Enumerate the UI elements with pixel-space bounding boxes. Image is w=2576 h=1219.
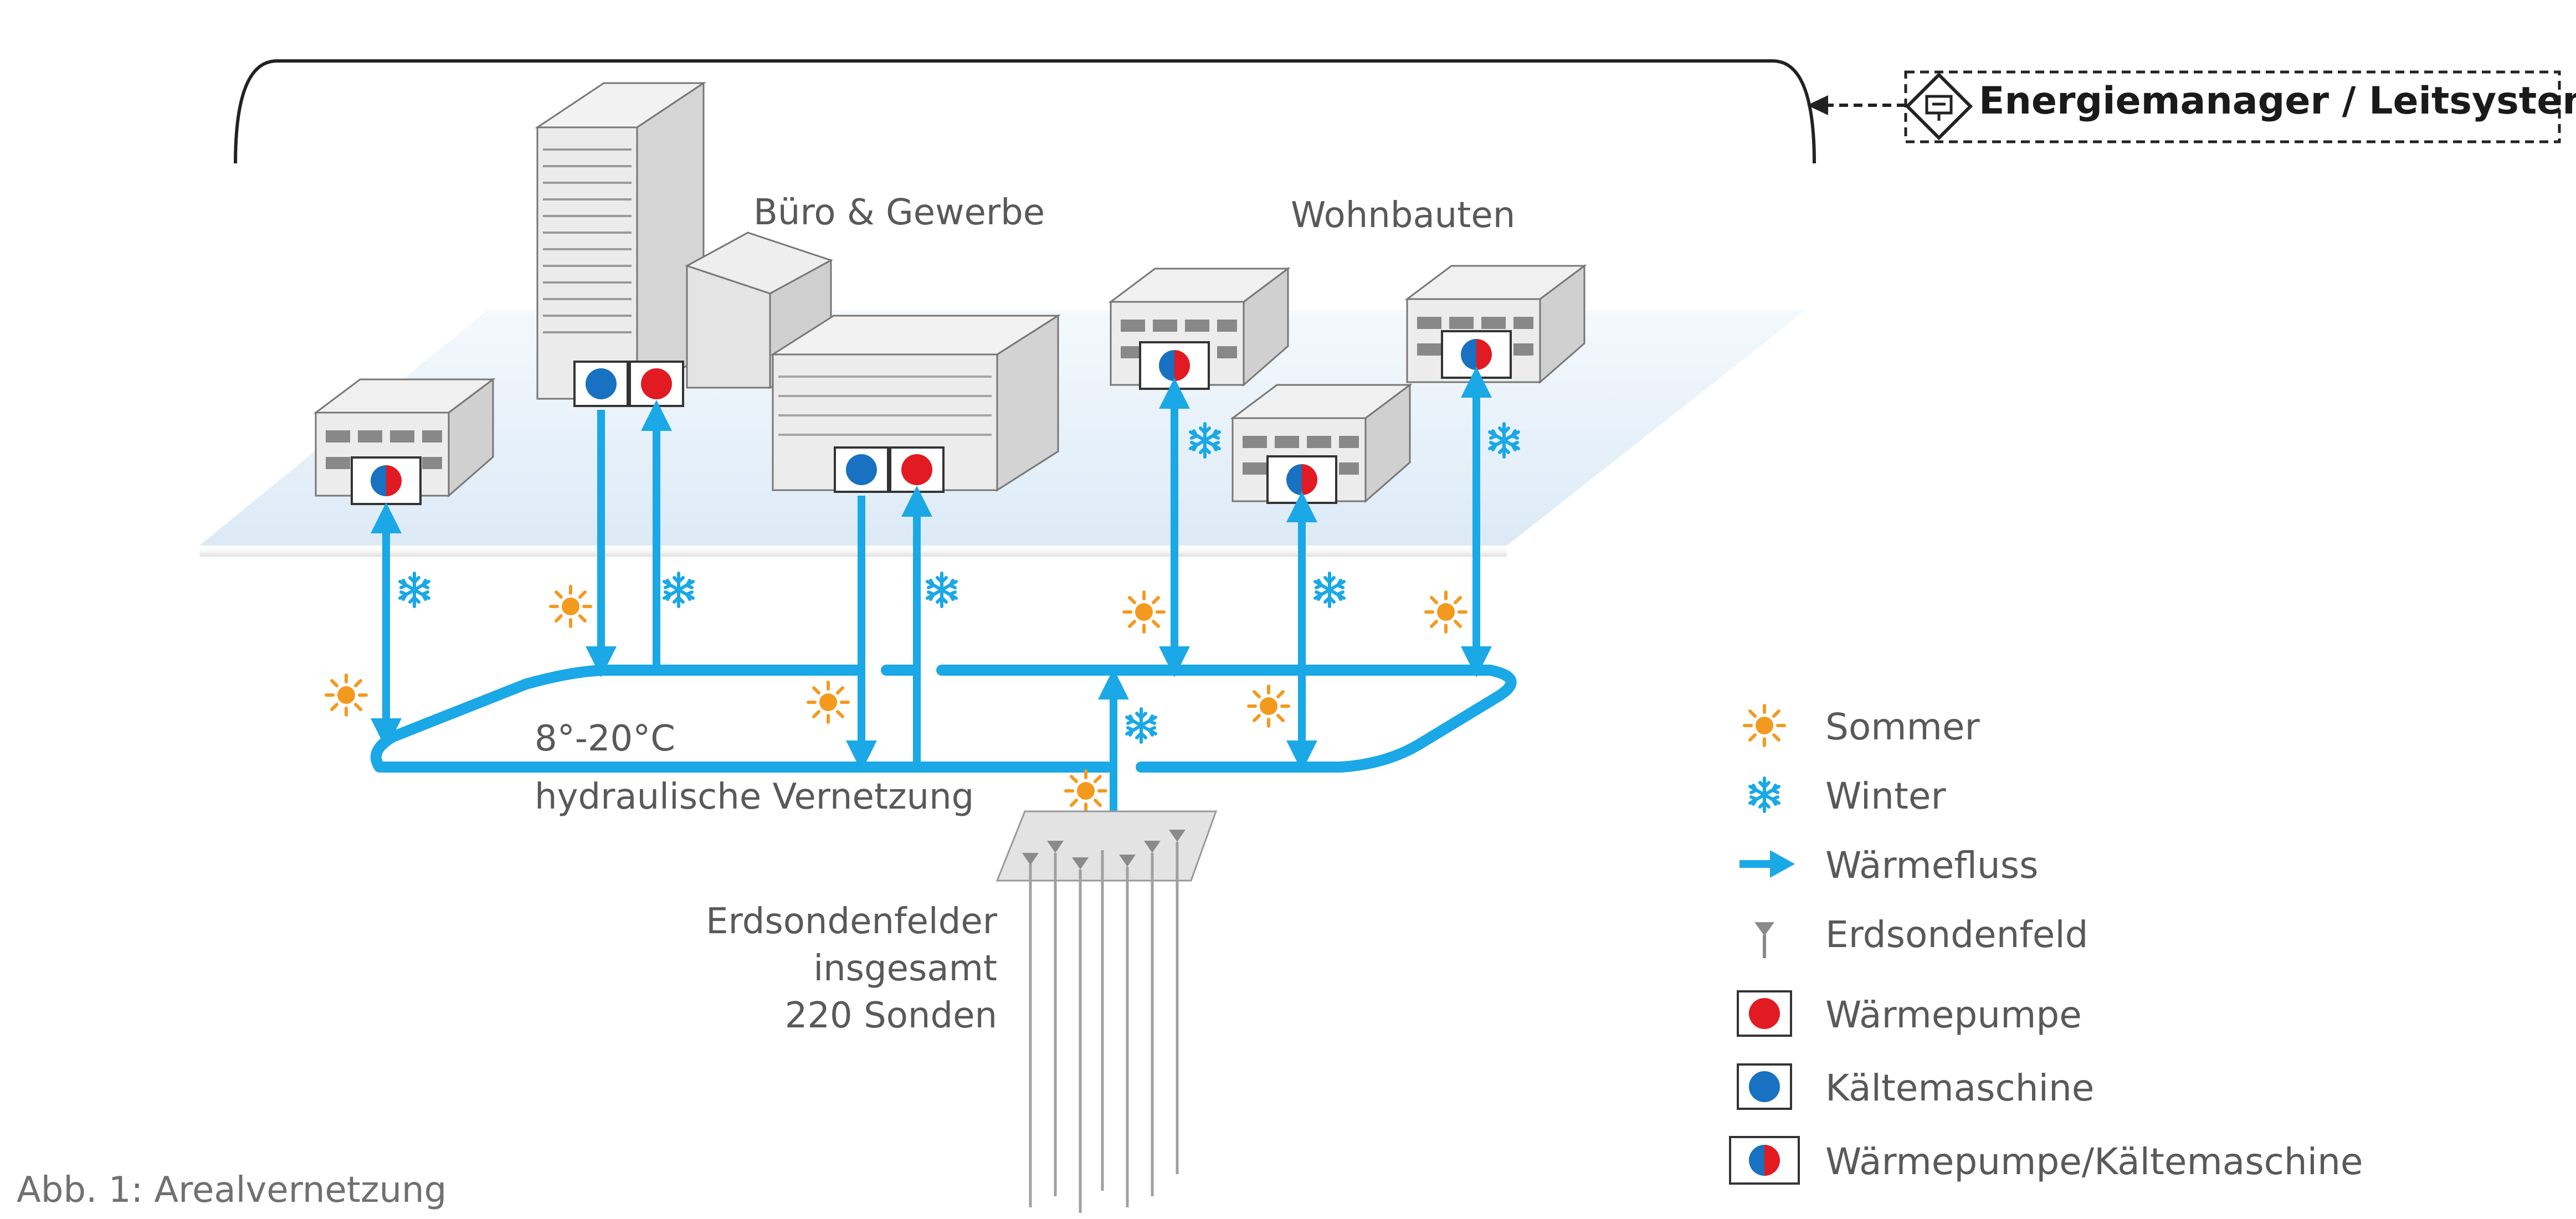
- legend-arrow-icon: [1739, 850, 1795, 878]
- figure-caption: Abb. 1: Arealvernetzung: [17, 1170, 447, 1211]
- residential-group-label: Wohnbauten: [1291, 195, 1515, 236]
- summer-icon: [551, 587, 591, 626]
- summer-icon: [808, 682, 848, 722]
- energy-manager-box: Energiemanager / Leitsystem: [1904, 70, 2576, 143]
- network-temperature: 8°-20°C: [535, 718, 675, 759]
- legend: Sommer Winter Wärmefluss Erdsondenfeld W…: [1729, 706, 2363, 1185]
- summer-icon: [1426, 592, 1466, 632]
- control-system-icon: [1905, 72, 1973, 141]
- unit-combined-res-1: [1139, 341, 1210, 390]
- unit-combined-left: [351, 456, 422, 505]
- heat-flow-arrows: [371, 367, 1492, 846]
- summer-icon: [1066, 771, 1106, 811]
- control-bracket: [234, 59, 1816, 164]
- unit-combined-res-2: [1266, 455, 1337, 504]
- winter-icon: [400, 573, 429, 606]
- unit-combined-res-3: [1441, 330, 1512, 379]
- legend-combined-icon: [1729, 1136, 1800, 1185]
- summer-icon: [326, 675, 366, 715]
- legend-winter: Winter: [1825, 775, 1946, 817]
- winter-icon: [927, 573, 956, 606]
- office-tower: [535, 81, 706, 400]
- legend-probe-icon: [1754, 922, 1774, 958]
- legend-chiller-icon: [1737, 1063, 1792, 1110]
- hydraulic-loop: [370, 665, 1517, 773]
- legend-combined: Wärmepumpe/Kältemaschine: [1825, 1140, 2363, 1183]
- legend-borefield: Erdsondenfeld: [1825, 913, 2088, 956]
- legend-heat-pump: Wärmepumpe: [1825, 994, 2082, 1036]
- winter-icon: [1127, 709, 1156, 742]
- legend-summer: Sommer: [1825, 706, 1980, 748]
- summer-icon: [1249, 686, 1289, 726]
- winter-icon: [664, 573, 693, 606]
- summer-icon: [1124, 592, 1164, 632]
- borefield: [995, 810, 1218, 1213]
- legend-sun-icon: [1744, 706, 1784, 745]
- borefield-line-2: insgesamt: [813, 948, 997, 989]
- unit-chiller-tower: [573, 361, 629, 407]
- network-label: hydraulische Vernetzung: [535, 776, 974, 817]
- winter-icon: [1315, 573, 1344, 606]
- unit-chiller-office: [834, 446, 889, 493]
- legend-chiller: Kältemaschine: [1825, 1067, 2094, 1109]
- legend-snowflake-icon: [1750, 778, 1779, 811]
- unit-heat-pump-tower: [629, 361, 684, 407]
- borefield-line-1: Erdsondenfelder: [706, 901, 998, 942]
- borefield-line-3: 220 Sonden: [785, 995, 997, 1036]
- legend-heat-flow: Wärmefluss: [1825, 844, 2039, 887]
- office-group-label: Büro & Gewerbe: [753, 192, 1045, 233]
- unit-heat-pump-office: [889, 446, 945, 493]
- legend-heat-pump-icon: [1737, 990, 1792, 1037]
- energy-manager-label: Energiemanager / Leitsystem: [1979, 79, 2576, 123]
